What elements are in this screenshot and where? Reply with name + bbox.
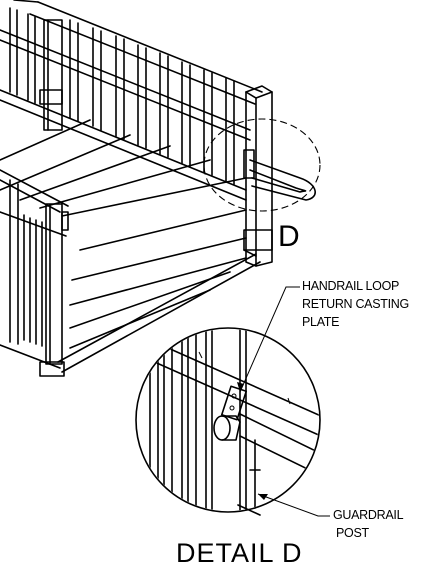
callout-post-leader — [257, 493, 330, 517]
mid-rail — [0, 29, 251, 141]
upper-handrail — [13, 0, 263, 105]
callout-plate-label: HANDRAIL LOOP RETURN CASTING PLATE — [302, 279, 409, 329]
callout-plate-leader — [237, 286, 300, 393]
callout-plate-line-3: PLATE — [302, 315, 339, 329]
upper-left-post — [39, 19, 63, 131]
callout-plate-line-1: HANDRAIL LOOP — [302, 279, 399, 293]
ramp-isometric-view — [0, 0, 321, 377]
handrail-loop — [243, 149, 316, 201]
detail-d-contents — [149, 329, 319, 511]
upper-end-post — [243, 85, 273, 267]
detail-d-view — [135, 327, 321, 516]
callout-plate-line-2: RETURN CASTING — [302, 297, 409, 311]
lower-guardrail — [0, 169, 69, 377]
callout-post-label: GUARDRAIL POST — [333, 508, 404, 540]
callout-post-line-2: POST — [336, 526, 369, 540]
callout-post-line-1: GUARDRAIL — [333, 508, 404, 522]
ramp-deck — [0, 119, 261, 373]
detail-d-circle — [203, 118, 321, 212]
detail-marker-label: D — [278, 220, 300, 253]
detail-title: DETAIL D — [176, 538, 303, 568]
upper-balusters — [9, 7, 235, 185]
